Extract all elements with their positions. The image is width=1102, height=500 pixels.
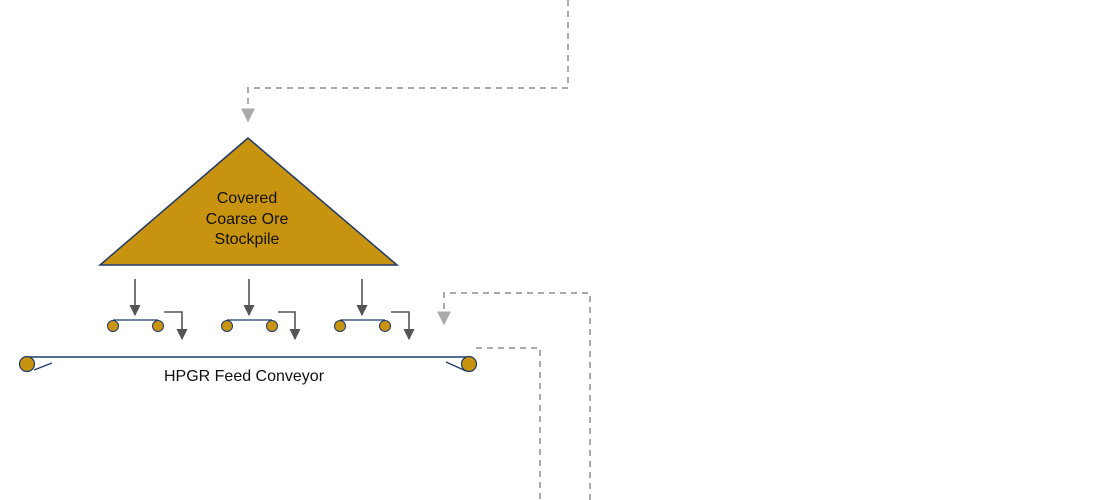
feeder-1-pulley-right xyxy=(152,320,164,332)
feeder-3-pulley-right xyxy=(379,320,391,332)
conveyor-tail-return xyxy=(33,362,53,371)
dashed-discharge-line xyxy=(476,347,541,500)
feeder-1-pulley-left xyxy=(107,320,119,332)
feeder-1-discharge-arrow xyxy=(164,311,188,341)
dashed-feed-line-top xyxy=(241,0,569,123)
coarse-ore-stockpile xyxy=(97,137,400,266)
feeder-3-discharge-arrow xyxy=(391,311,415,341)
reclaim-feeder-3 xyxy=(334,279,415,341)
feeder-2-discharge-arrow xyxy=(278,311,301,341)
stockpile-label-line-3: Stockpile xyxy=(215,231,280,248)
feeder-3-pulley-left xyxy=(334,320,346,332)
feeder-2-pulley-left xyxy=(221,320,233,332)
conveyor-tail-pulley xyxy=(18,355,36,373)
stockpile-label-line-2: Coarse Ore xyxy=(206,211,289,228)
reclaim-feeder-2 xyxy=(221,279,301,341)
conveyor-label: HPGR Feed Conveyor xyxy=(164,368,325,385)
conveyor-head-pulley xyxy=(460,355,478,373)
reclaim-feeder-1 xyxy=(107,279,188,341)
stockpile-label-line-1: Covered xyxy=(217,190,277,207)
feeder-2-pulley-right xyxy=(266,320,278,332)
conveyor-head-return xyxy=(445,361,467,372)
hpgr-feed-conveyor xyxy=(18,355,478,373)
dashed-return-line-right xyxy=(437,292,591,500)
